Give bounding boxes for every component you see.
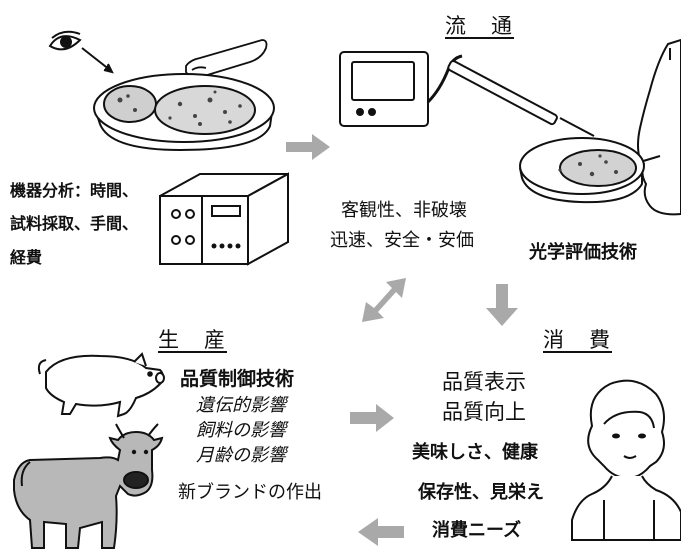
arrow-to-distribution [286, 134, 330, 160]
production-item-age: 月齢の影響 [196, 445, 286, 466]
woman-icon [571, 379, 681, 541]
quality-control-title: 品質制御技術 [180, 368, 295, 390]
instrument-analysis-line1: 機器分析：時間、 [10, 181, 139, 200]
pig-icon [37, 352, 165, 418]
heading-distribution: 流 通 [445, 14, 514, 38]
arrow-needs-to-production [358, 518, 404, 546]
cow-icon [13, 423, 164, 549]
arrow-to-consumption [486, 284, 518, 326]
heading-consumption: 消 費 [543, 328, 612, 352]
optical-meter-icon [339, 51, 595, 137]
arrow-production-distribution [362, 278, 406, 322]
instrument-analysis-line3: 経費 [10, 248, 43, 267]
quality-labeling: 品質表示 [442, 370, 526, 394]
consumer-needs: 消費ニーズ [432, 520, 522, 541]
instrument-analysis-line2: 試料採取、手間、 [10, 214, 139, 233]
eye-icon [48, 30, 114, 74]
arrow-production-to-consumption [350, 404, 394, 432]
analyzer-icon [159, 172, 289, 266]
production-item-feed: 飼料の影響 [196, 420, 286, 441]
face-profile-icon [637, 38, 681, 216]
steak-right-icon [519, 137, 645, 204]
quality-improvement: 品質向上 [442, 400, 526, 424]
production-item-genetic: 遺伝的影響 [196, 395, 286, 416]
optical-evaluation-label: 光学評価技術 [529, 242, 637, 263]
finger-icon [185, 39, 268, 79]
optical-merit-line1: 客観性、非破壊 [341, 200, 467, 221]
optical-merit-line2: 迅速、安全・安価 [330, 230, 474, 251]
new-brand-label: 新ブランドの作出 [178, 482, 322, 503]
heading-production: 生 産 [158, 328, 227, 352]
steak-left-icon [93, 73, 275, 152]
preservation-appearance: 保存性、見栄え [418, 482, 544, 503]
taste-health: 美味しさ、健康 [412, 442, 538, 463]
